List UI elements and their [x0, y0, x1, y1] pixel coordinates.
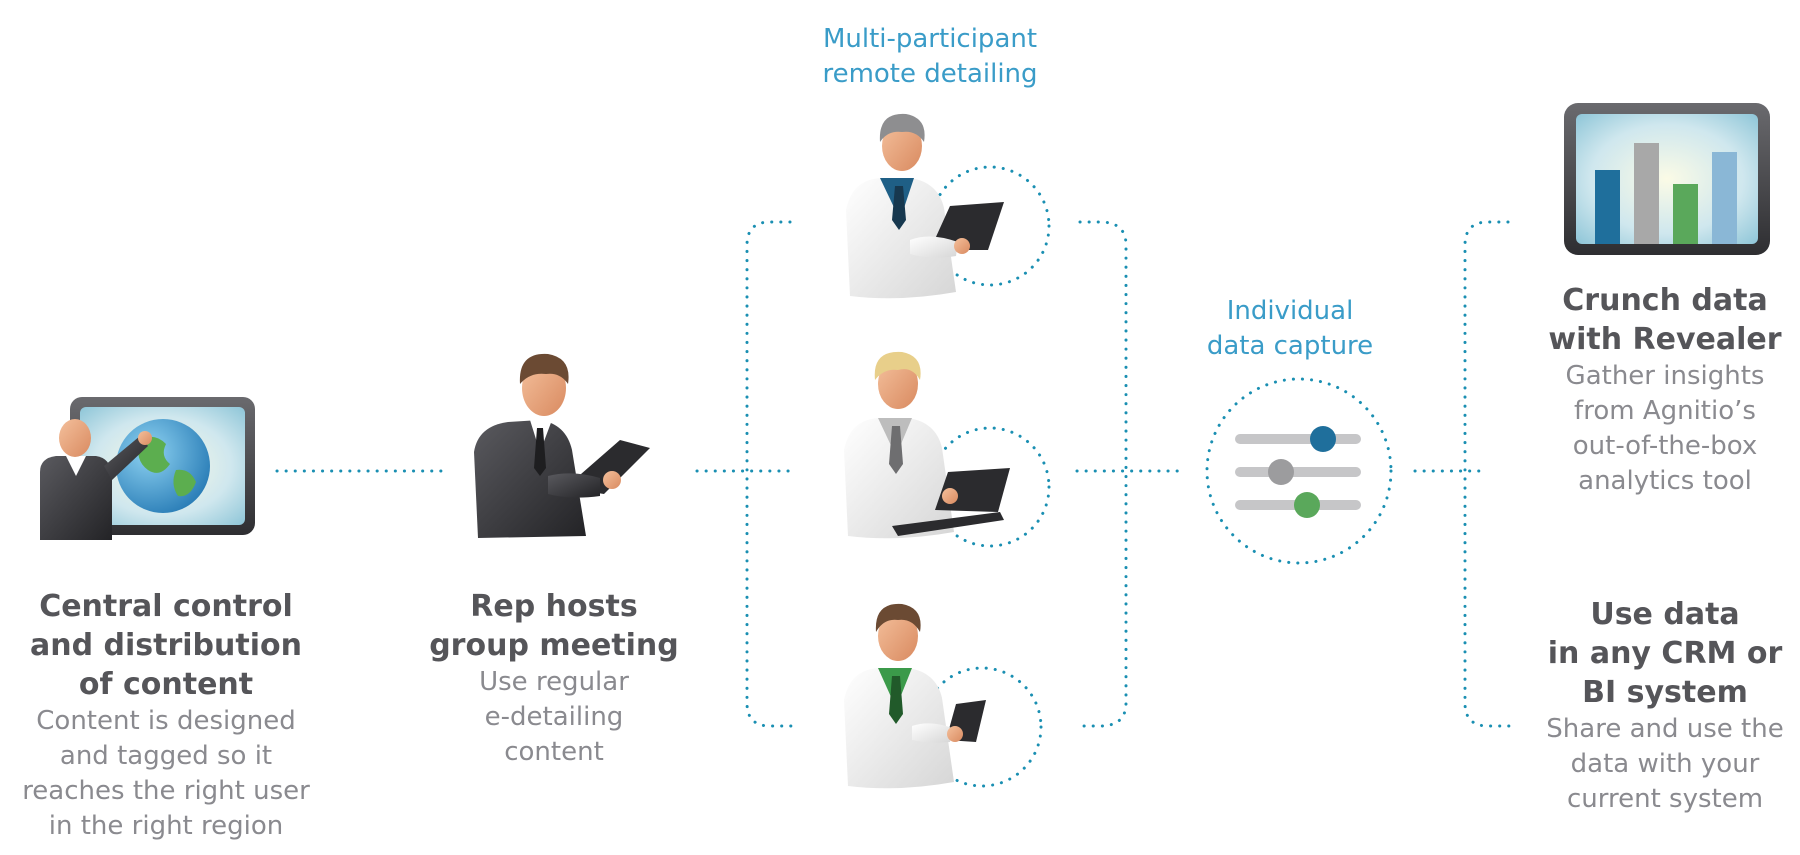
presenter-at-globe-screen-icon — [40, 397, 255, 540]
bracket-output — [1463, 220, 1515, 728]
crm-title-line-2: in any CRM or — [1547, 636, 1783, 671]
rep-title-line-1: Rep hosts — [470, 589, 638, 624]
central-title: Central control and distribution of cont… — [0, 587, 332, 704]
revealer-desc-line-3: out-of-the-box — [1572, 431, 1758, 461]
bracket-left — [745, 220, 797, 728]
revealer-desc: Gather insights from Agnitio’s out-of-th… — [1520, 359, 1800, 499]
bracket-right — [1075, 220, 1128, 728]
rep-title: Rep hosts group meeting — [404, 587, 704, 665]
dotted-ring-participant-3 — [921, 666, 1043, 788]
rep-block: Rep hosts group meeting Use regular e-de… — [404, 587, 704, 770]
central-title-line-3: of content — [78, 667, 254, 702]
central-desc-line-2: and tagged so it — [59, 741, 273, 771]
revealer-title-line-2: with Revealer — [1548, 322, 1782, 357]
central-desc-line-4: in the right region — [48, 811, 284, 841]
central-desc-line-3: reaches the right user — [22, 776, 310, 806]
crm-title: Use data in any CRM or BI system — [1515, 595, 1800, 712]
dotted-ring-participant-1 — [929, 165, 1051, 287]
rep-desc-line-2: e-detailing — [484, 702, 624, 732]
sliders-icon — [1235, 426, 1361, 518]
revealer-desc-line-2: from Agnitio’s — [1574, 396, 1756, 426]
participants-label-line-1: Multi-participant — [822, 24, 1038, 54]
central-desc: Content is designed and tagged so it rea… — [0, 704, 332, 844]
doctor-with-tablet-icon — [844, 603, 986, 789]
doctor-with-laptop-icon — [844, 351, 1010, 539]
capture-label-line-2: data capture — [1206, 331, 1374, 361]
doctor-with-tablet-icon — [846, 113, 1004, 299]
crm-desc: Share and use the data with your current… — [1515, 712, 1800, 817]
rep-title-line-2: group meeting — [429, 628, 679, 663]
revealer-desc-line-1: Gather insights — [1565, 361, 1765, 391]
crm-desc-line-2: data with your — [1570, 749, 1760, 779]
dotted-ring-participant-2 — [929, 426, 1051, 548]
crm-title-line-1: Use data — [1590, 597, 1740, 632]
revealer-title-line-1: Crunch data — [1562, 283, 1768, 318]
crm-desc-line-3: current system — [1566, 784, 1764, 814]
crm-title-line-3: BI system — [1582, 675, 1748, 710]
crm-desc-line-1: Share and use the — [1546, 714, 1784, 744]
revealer-block: Crunch data with Revealer Gather insight… — [1520, 281, 1800, 499]
capture-label: Individual data capture — [1170, 294, 1410, 364]
revealer-title: Crunch data with Revealer — [1520, 281, 1800, 359]
crm-block: Use data in any CRM or BI system Share a… — [1515, 595, 1800, 817]
rep-desc-line-3: content — [504, 737, 604, 767]
capture-label-line-1: Individual — [1226, 296, 1354, 326]
central-block: Central control and distribution of cont… — [0, 587, 332, 844]
central-title-line-2: and distribution — [30, 628, 302, 663]
participants-label: Multi-participant remote detailing — [780, 22, 1080, 92]
rep-desc-line-1: Use regular — [479, 667, 629, 697]
central-desc-line-1: Content is designed — [36, 706, 296, 736]
rep-with-tablet-icon — [474, 353, 650, 538]
central-title-line-1: Central control — [39, 589, 293, 624]
participants-label-line-2: remote detailing — [822, 59, 1038, 89]
bar-chart-monitor-icon — [1564, 103, 1770, 255]
dotted-ring-capture — [1205, 377, 1393, 565]
revealer-desc-line-4: analytics tool — [1578, 466, 1752, 496]
rep-desc: Use regular e-detailing content — [404, 665, 704, 770]
